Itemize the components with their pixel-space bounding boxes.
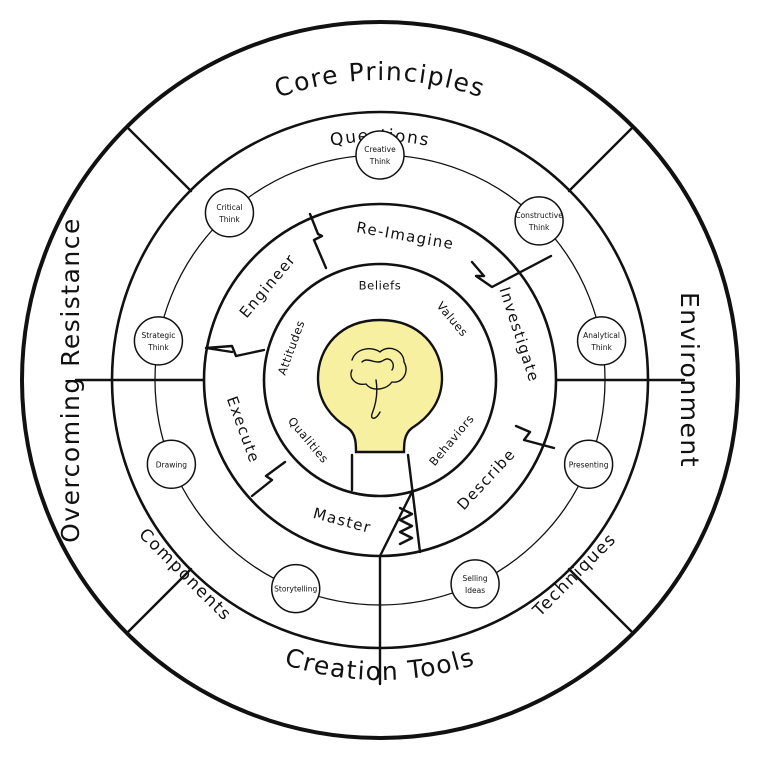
bubble-circle bbox=[134, 317, 182, 365]
process-label-execute: Execute bbox=[223, 394, 264, 466]
bubble-presenting: Presenting bbox=[565, 440, 613, 488]
bubble-label: Drawing bbox=[156, 460, 187, 469]
outer-label-overcoming-resistance: Overcoming Resistance bbox=[56, 217, 85, 543]
bubble-label: Constructive bbox=[515, 211, 563, 220]
lightbulb bbox=[318, 320, 442, 452]
bubble-label: Analytical bbox=[583, 331, 620, 340]
bubble-label: Creative bbox=[364, 145, 396, 154]
bubble-label: Think bbox=[218, 215, 240, 224]
bubble-label: Presenting bbox=[569, 460, 609, 469]
core-label-qualities: Qualities bbox=[285, 414, 332, 466]
bulb-base-lines bbox=[352, 455, 420, 556]
bubble-label: Think bbox=[590, 343, 612, 352]
process-label-describe: Describe bbox=[454, 445, 520, 514]
bubble-label: Ideas bbox=[465, 586, 485, 595]
outer-label-core-principles: Core Principles bbox=[271, 57, 489, 103]
bubble-circle bbox=[356, 131, 404, 179]
lightbulb-icon bbox=[318, 320, 442, 452]
core-label-behaviors: Behaviors bbox=[426, 412, 477, 469]
bubble-label: Think bbox=[369, 157, 391, 166]
bubble-label: Storytelling bbox=[274, 585, 317, 594]
core-label-values: Values bbox=[434, 299, 471, 340]
bubble-label: Selling bbox=[463, 574, 488, 583]
outer-label-text: Core Principles bbox=[271, 57, 489, 103]
bubble-label: Think bbox=[528, 223, 550, 232]
outer-label-environment: Environment bbox=[675, 292, 704, 468]
process-label-re-imagine: Re-Imagine bbox=[355, 218, 456, 253]
bubble-label: Think bbox=[147, 343, 169, 352]
bubble-label: Strategic bbox=[141, 331, 175, 340]
bubble-circle bbox=[205, 189, 253, 237]
bubble-circle bbox=[578, 317, 626, 365]
bubble-storytelling: Storytelling bbox=[272, 565, 320, 613]
bubble-drawing: Drawing bbox=[147, 440, 195, 488]
process-label-master: Master bbox=[311, 504, 373, 537]
process-label-engineer: Engineer bbox=[236, 250, 300, 321]
core-label-attitudes: Attitudes bbox=[275, 318, 308, 377]
bubble-circle bbox=[451, 560, 499, 608]
bubble-label: Critical bbox=[216, 203, 242, 212]
core-label-beliefs: Beliefs bbox=[359, 279, 402, 293]
bubble-circle bbox=[515, 197, 563, 245]
